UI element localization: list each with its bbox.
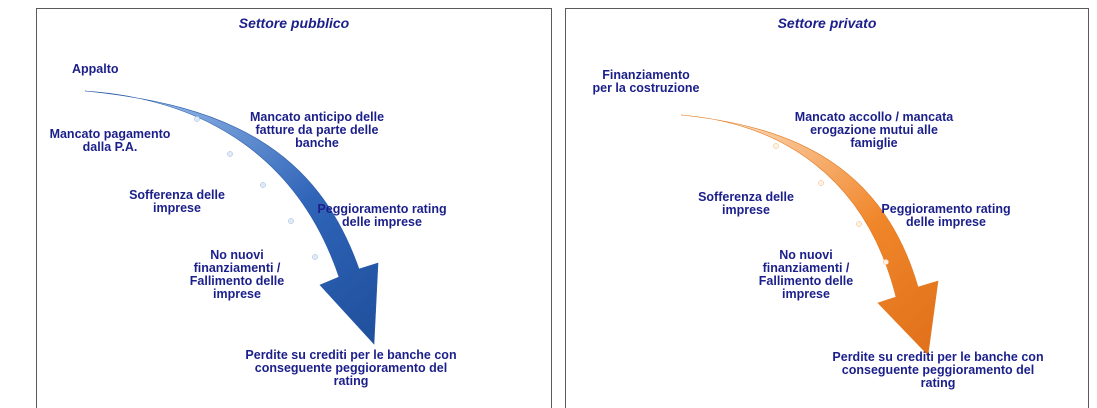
- label-mancato-pagamento: Mancato pagamento dalla P.A.: [49, 127, 171, 154]
- panel-public-sector: Settore pubblico Appalto Mancato pagamen…: [36, 8, 552, 408]
- blue-curved-arrow-icon: [84, 90, 379, 345]
- label-appalto: Appalto: [72, 62, 119, 76]
- label-peggioramento: Peggioramento rating delle imprese: [317, 202, 447, 229]
- label-peggioramento: Peggioramento rating delle imprese: [881, 202, 1011, 229]
- panel-title: Settore pubblico: [238, 15, 350, 31]
- panel-private-sector: Settore privato Finanziamento per la cos…: [565, 8, 1089, 408]
- orange-curved-arrow-icon: [680, 114, 939, 356]
- label-finanziamento-costruzione: Finanziamento per la costruzione: [592, 68, 700, 95]
- label-mancato-anticipo: Mancato anticipo delle fatture da parte …: [249, 110, 385, 150]
- label-perdite-su-crediti: Perdite su crediti per le banche con con…: [245, 348, 457, 388]
- label-sofferenza: Sofferenza delle imprese: [129, 188, 225, 215]
- label-sofferenza: Sofferenza delle imprese: [698, 190, 794, 217]
- label-perdite-su-crediti: Perdite su crediti per le banche con con…: [832, 350, 1044, 390]
- panel-title: Settore privato: [777, 15, 877, 31]
- label-no-nuovi-finanziamenti: No nuovi finanziamenti / Fallimento dell…: [189, 248, 285, 301]
- label-mancato-accollo: Mancato accollo / mancata erogazione mut…: [794, 110, 954, 150]
- label-no-nuovi-finanziamenti: No nuovi finanziamenti / Fallimento dell…: [758, 248, 854, 301]
